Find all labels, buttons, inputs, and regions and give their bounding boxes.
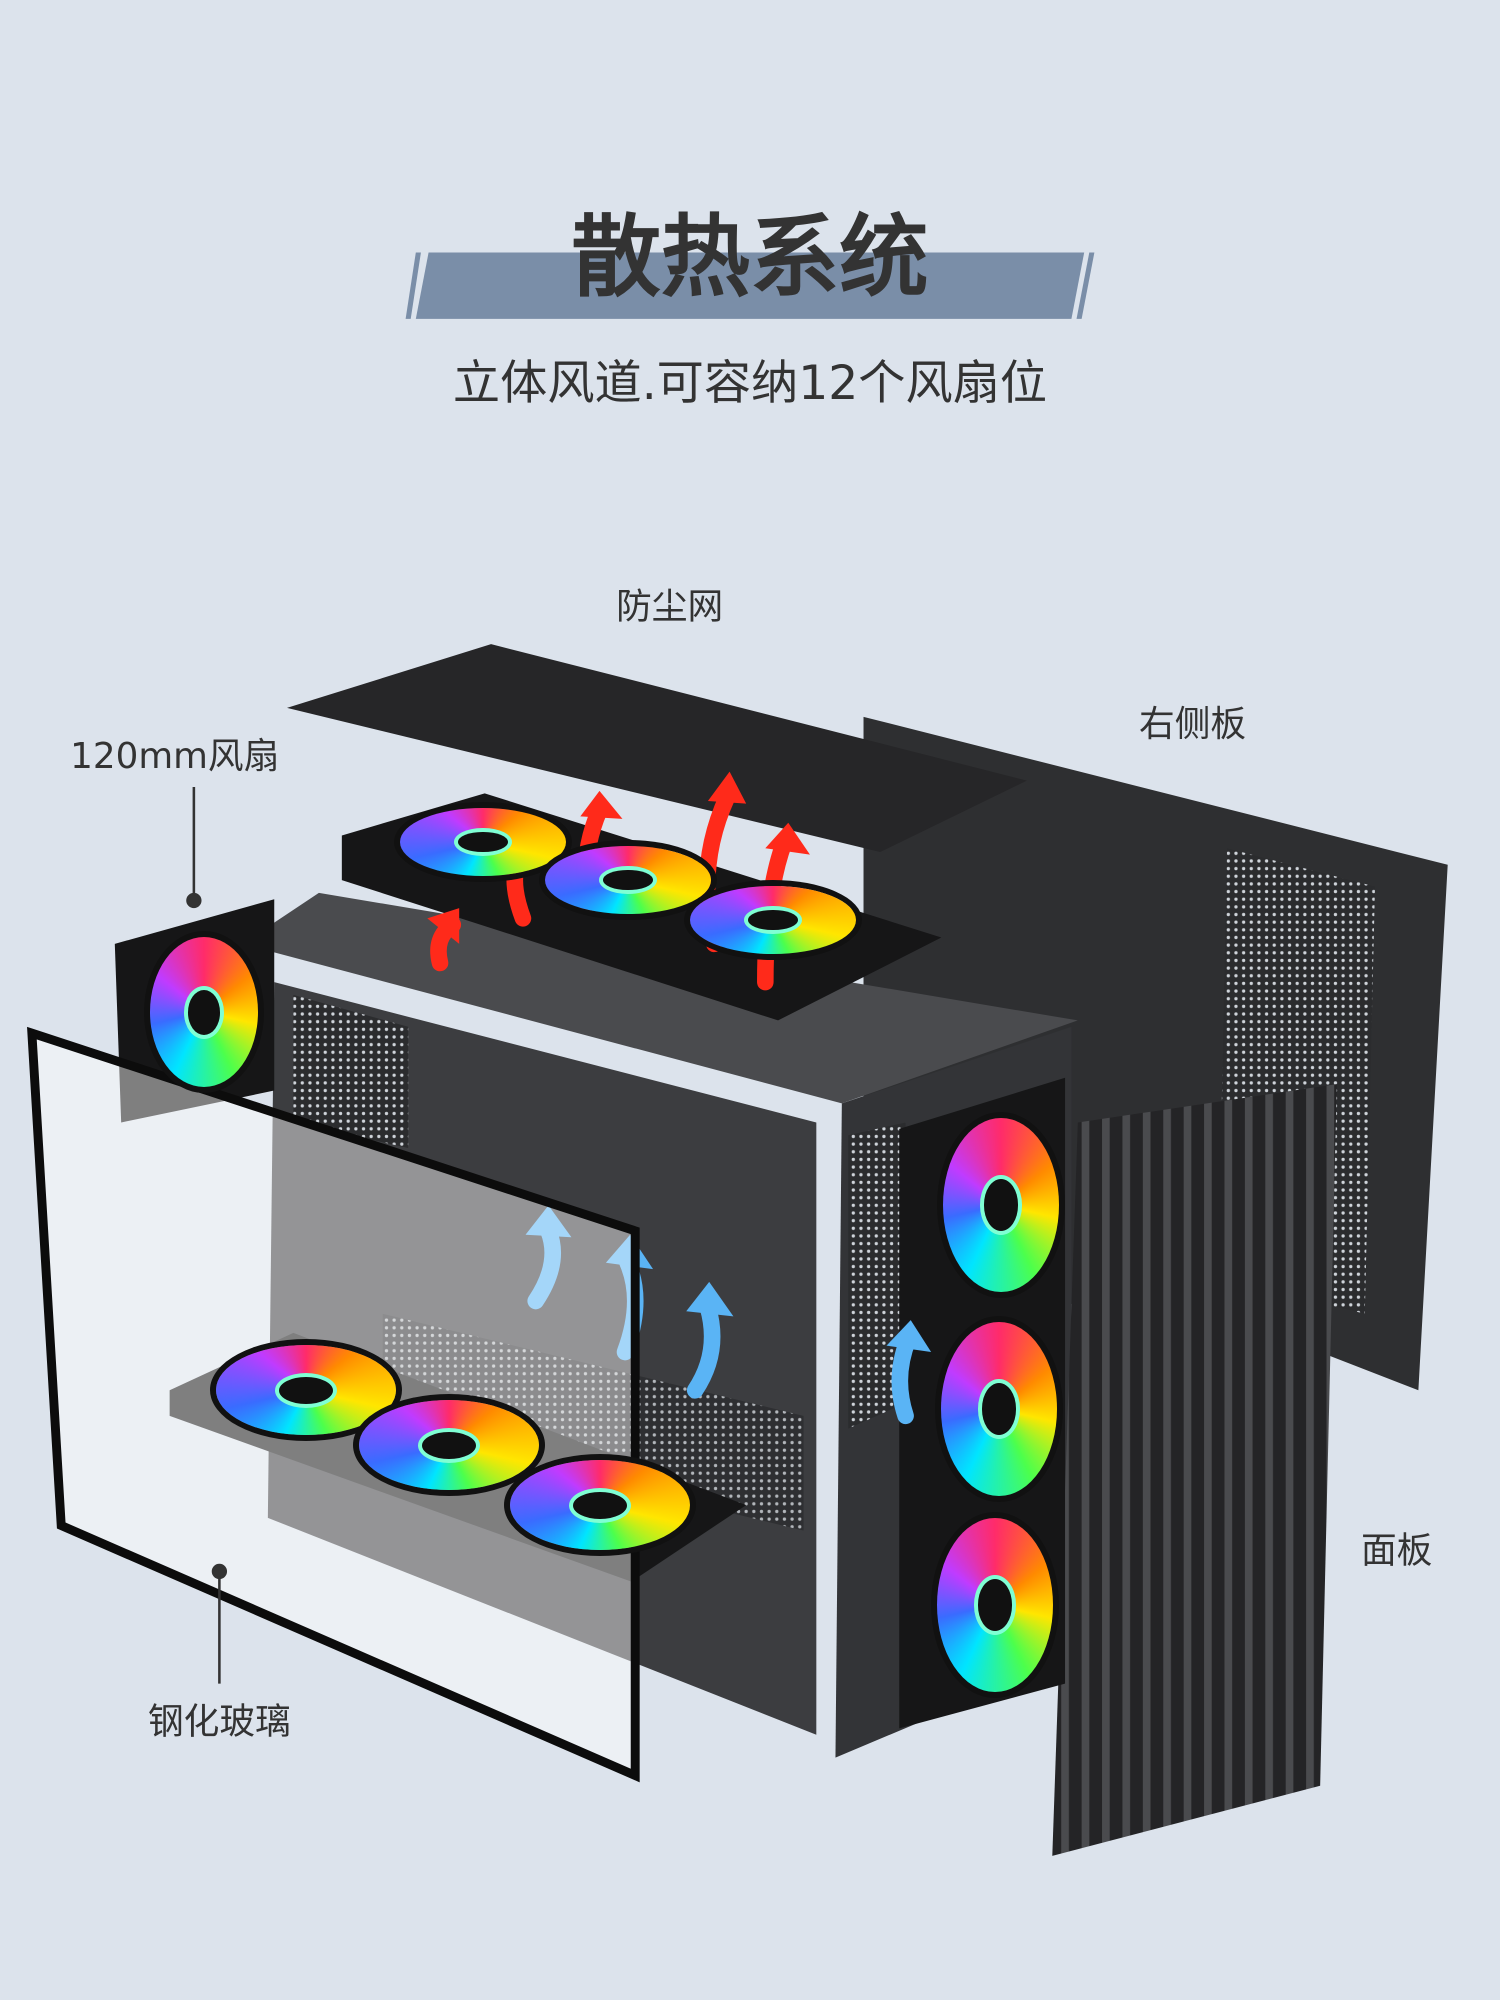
rgb-fan-front-1 (943, 1118, 1059, 1292)
rgb-fan-top-2 (545, 846, 711, 914)
label-front-panel: 面板 (1361, 1531, 1432, 1572)
leader-lines (186, 786, 228, 1684)
intake-arrow-heads (525, 1205, 932, 1353)
exhaust-arrow-heads (427, 771, 810, 944)
label-dust-filter: 防尘网 (616, 587, 723, 628)
dust-filter (286, 644, 1027, 853)
rgb-fan-bottom-1 (216, 1345, 396, 1435)
label-tempered-glass: 钢化玻璃 (148, 1701, 291, 1742)
rgb-fan-front-3 (937, 1518, 1053, 1692)
label-fan: 120mm风扇 (70, 736, 279, 777)
rgb-fan-top-3 (690, 886, 856, 954)
rgb-fan-bottom-2 (359, 1400, 539, 1490)
label-right-panel: 右侧板 (1139, 704, 1246, 745)
page-title: 散热系统 (571, 206, 928, 310)
page-subtitle: 立体风道.可容纳12个风扇位 (453, 356, 1047, 411)
rgb-fan-top-1 (400, 808, 566, 876)
rgb-fan-bottom-3 (510, 1460, 690, 1550)
title-band (405, 252, 1095, 319)
rgb-fan-side (150, 937, 258, 1087)
rgb-fan-front-2 (941, 1322, 1057, 1496)
front-panel (1052, 1084, 1337, 1856)
